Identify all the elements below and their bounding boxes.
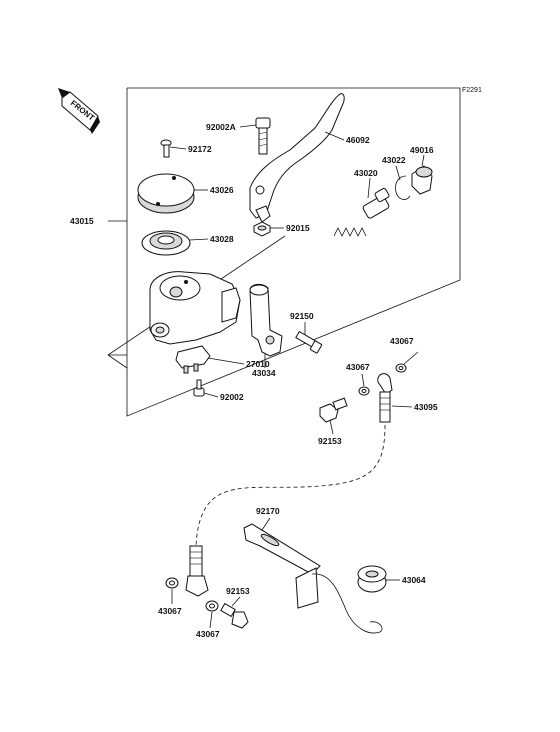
part-label-92153-b: 92153	[226, 586, 250, 596]
nut-92015-icon	[253, 221, 271, 237]
hose-bracket-icon	[243, 523, 383, 634]
part-label-92002a: 92002A	[206, 122, 236, 132]
bolt-92150-icon	[295, 330, 323, 354]
part-label-43067-a: 43067	[390, 336, 414, 346]
part-label-43064: 43064	[402, 575, 426, 585]
leader-lines	[169, 124, 425, 629]
piston-spring-icon	[333, 187, 390, 237]
part-label-49016: 49016	[410, 145, 434, 155]
part-label-43034: 43034	[252, 368, 276, 378]
reservoir-cap-icon	[137, 173, 195, 214]
banjo-bolt-lower-icon	[220, 602, 249, 629]
diaphragm-icon	[141, 230, 191, 256]
part-label-92153-a: 92153	[318, 436, 342, 446]
brake-hose-line	[195, 424, 386, 547]
part-label-92170: 92170	[256, 506, 280, 516]
brake-lever-icon	[249, 93, 345, 223]
bolt-92002a-icon	[255, 117, 271, 155]
part-label-92172: 92172	[188, 144, 212, 154]
front-arrow-icon: FRONT	[58, 88, 100, 134]
washer-43067-lower-icon	[165, 577, 219, 612]
part-label-43095: 43095	[414, 402, 438, 412]
circlip-icon	[395, 175, 411, 200]
brake-switch-icon	[175, 345, 211, 374]
part-label-43022: 43022	[382, 155, 406, 165]
master-cylinder-body-icon	[149, 271, 241, 345]
grommet-icon	[357, 565, 387, 593]
washer-43067-upper-icon	[358, 363, 407, 396]
figure-code: F2291	[462, 87, 482, 94]
part-label-46092: 46092	[346, 135, 370, 145]
part-label-27010: 27010	[246, 359, 270, 369]
part-label-43026: 43026	[210, 185, 234, 195]
part-label-43020: 43020	[354, 168, 378, 178]
banjo-bolt-upper-icon	[319, 397, 348, 423]
part-label-92015: 92015	[286, 223, 310, 233]
part-label-43067-d: 43067	[196, 629, 220, 639]
part-label-43067-c: 43067	[158, 606, 182, 616]
part-label-92150: 92150	[290, 311, 314, 321]
part-label-43067-b: 43067	[346, 362, 370, 372]
hose-fitting-icon	[377, 373, 393, 423]
lower-hose-fitting-icon	[185, 545, 209, 597]
part-label-43028: 43028	[210, 234, 234, 244]
part-label-92002: 92002	[220, 392, 244, 402]
screw-92002-icon	[193, 379, 205, 397]
screw-92172-icon	[160, 139, 172, 158]
holder-clamp-icon	[249, 283, 283, 357]
part-label-43015: 43015	[70, 216, 94, 226]
dust-boot-icon	[411, 165, 433, 195]
